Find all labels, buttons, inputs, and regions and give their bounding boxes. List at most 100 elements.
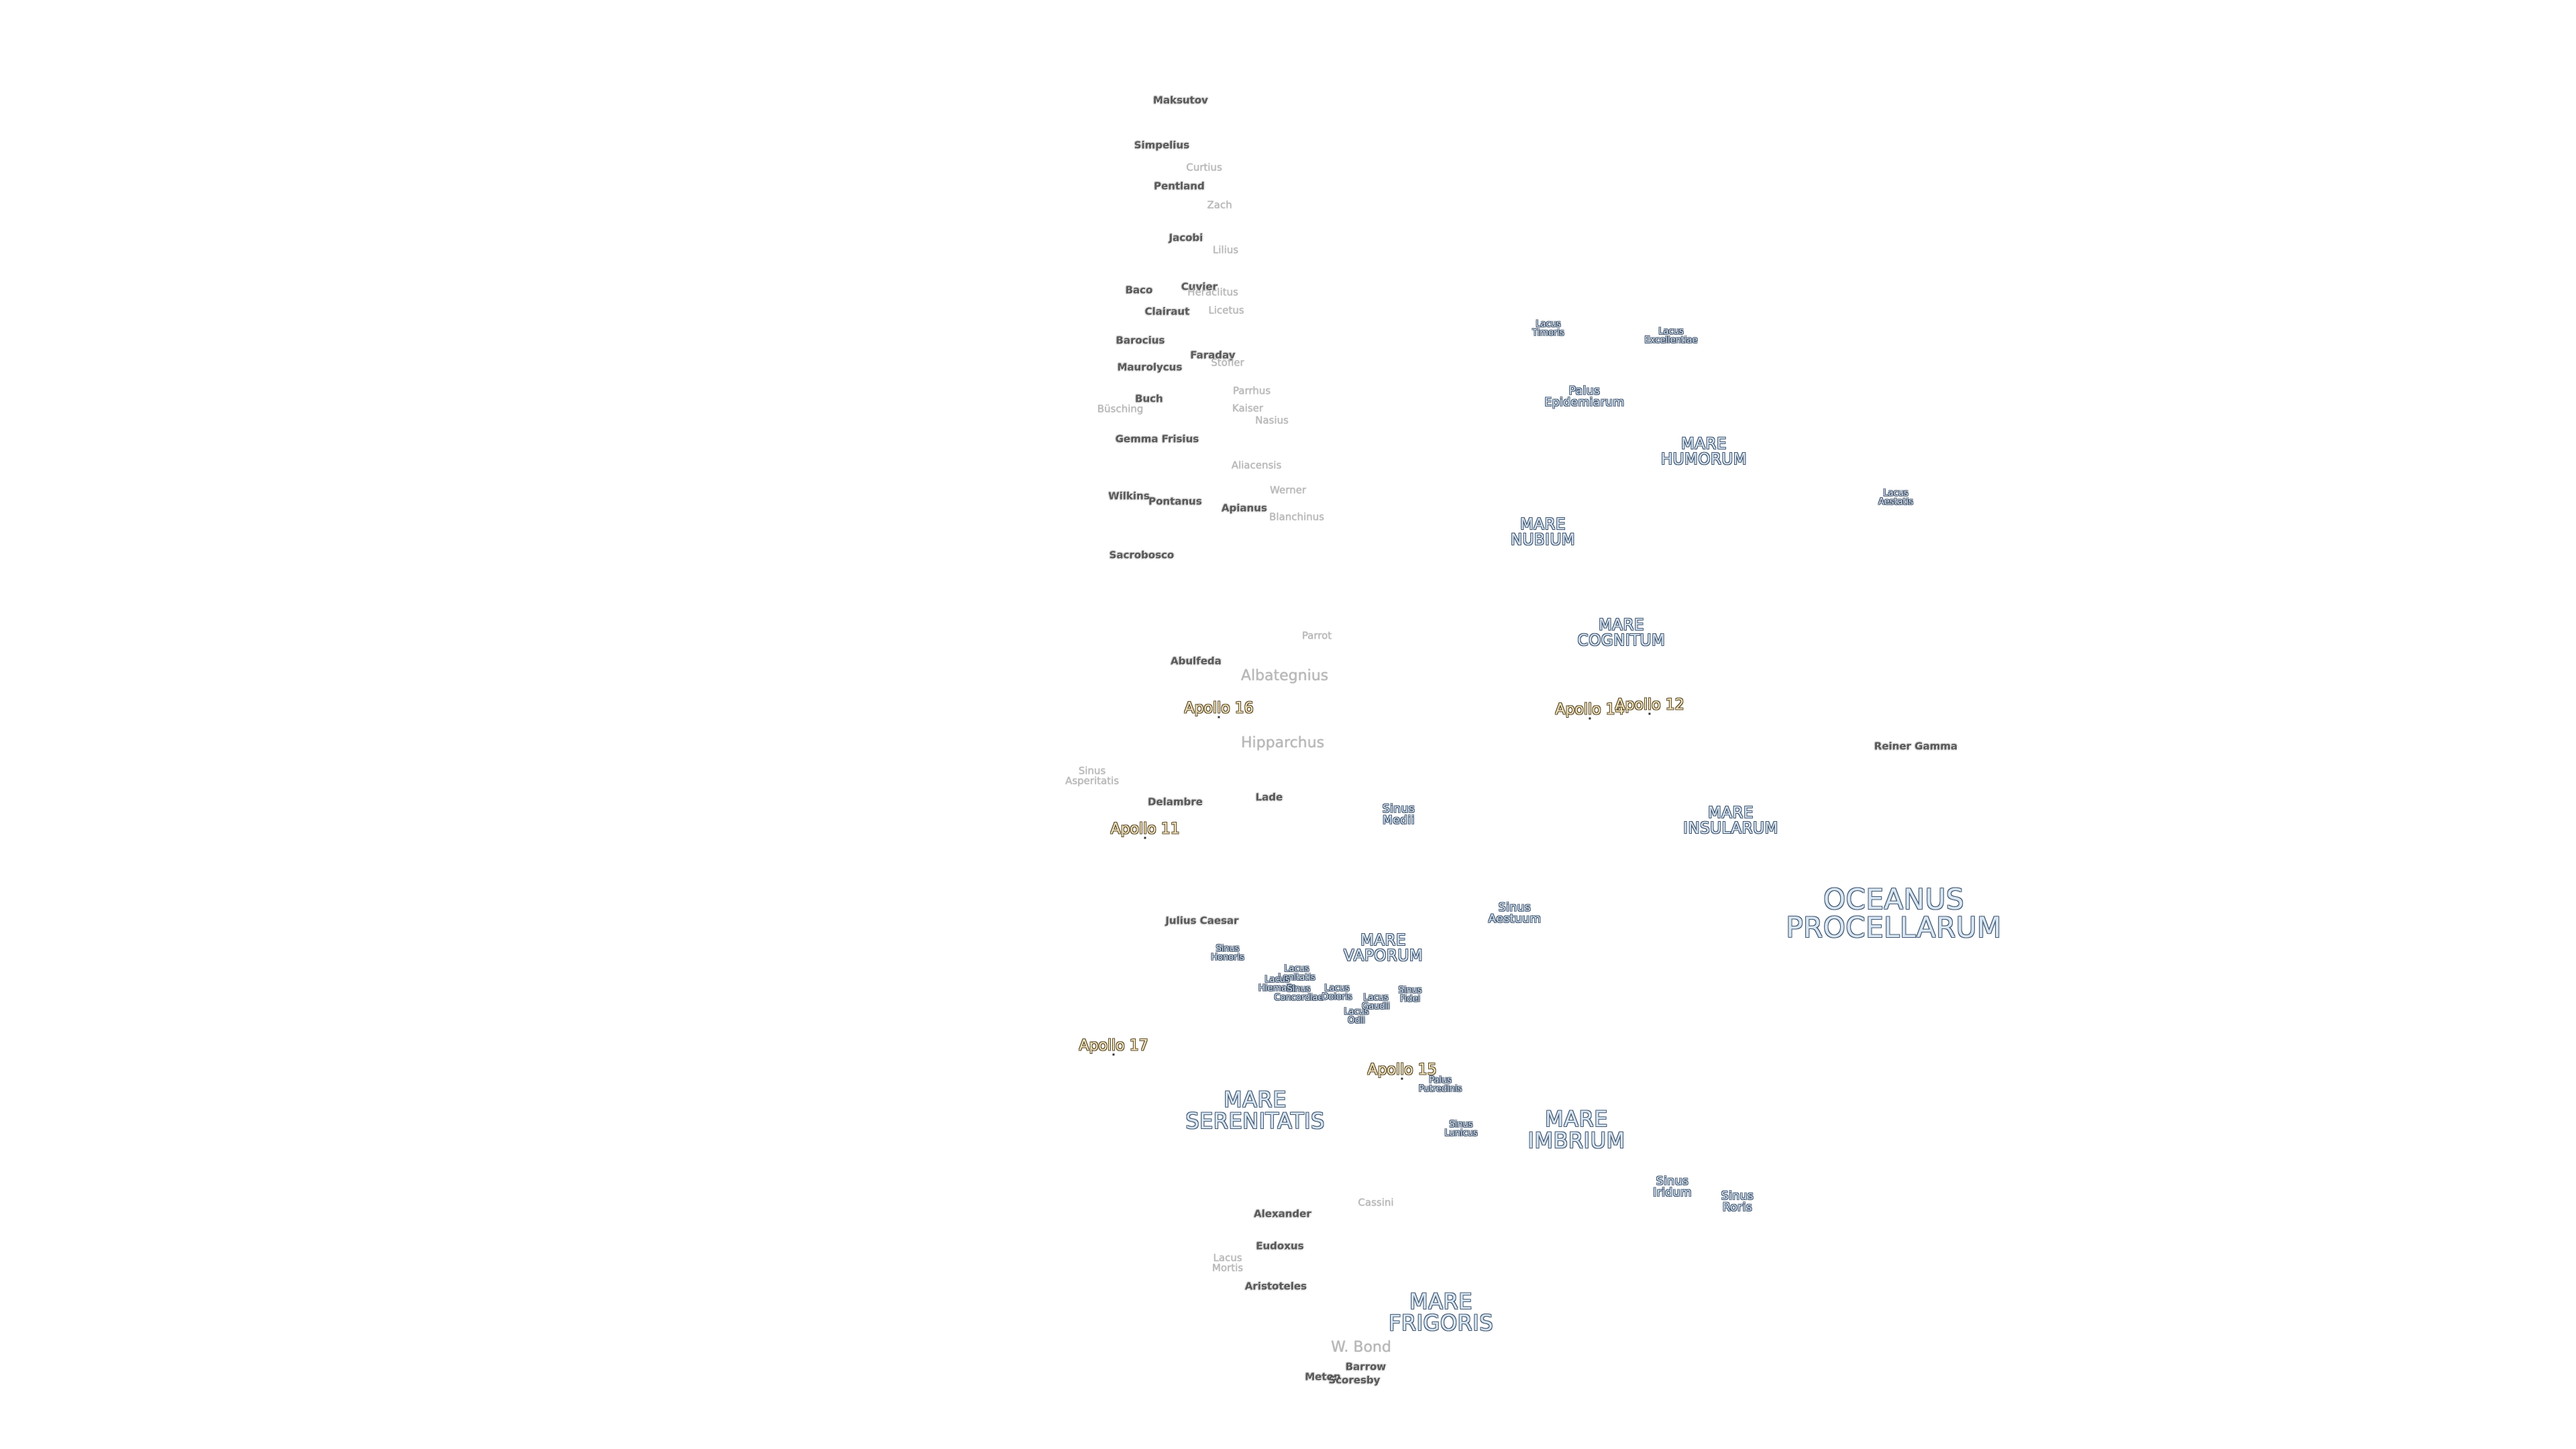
label-line: IMBRIUM	[1527, 1128, 1625, 1153]
label-line: Fidei	[1399, 994, 1420, 1004]
label-buch: Buch	[1135, 394, 1163, 405]
label-apollo14: Apollo 14	[1555, 701, 1625, 720]
label-line: Honoris	[1211, 953, 1244, 963]
label-line: Sinus	[1656, 1175, 1689, 1188]
label-line: Heraclitus	[1187, 286, 1238, 299]
label-line: Buch	[1135, 392, 1163, 405]
label-line: Julius Caesar	[1165, 914, 1239, 927]
label-meton: Meton	[1305, 1371, 1341, 1383]
label-line: Sacrobosco	[1109, 549, 1175, 561]
landing-site-marker	[1401, 1077, 1403, 1080]
label-line: Zach	[1207, 199, 1232, 211]
label-line: Meton	[1305, 1371, 1341, 1383]
label-line: Barrow	[1345, 1360, 1387, 1373]
label-baco: Baco	[1126, 285, 1153, 296]
label-line: Faraday	[1190, 349, 1236, 362]
label-line: Cassini	[1358, 1196, 1394, 1209]
label-pentland: Pentland	[1154, 181, 1205, 192]
label-line: Aestatis	[1878, 497, 1913, 507]
label-lilius: Lilius	[1212, 244, 1239, 256]
label-line: Doloris	[1322, 992, 1352, 1002]
label-line: Apollo 14	[1555, 701, 1625, 718]
label-line: Abulfeda	[1171, 655, 1222, 667]
label-cassini: Cassini	[1358, 1196, 1394, 1209]
label-line: Gemma Frisius	[1115, 433, 1199, 445]
label-line: Apollo 16	[1184, 700, 1254, 717]
label-line: Lunicus	[1444, 1128, 1478, 1138]
label-line: Lilius	[1212, 244, 1239, 256]
label-line: Odii	[1348, 1016, 1365, 1026]
label-line: Nasius	[1255, 414, 1289, 427]
label-line: Pontanus	[1148, 495, 1202, 508]
label-line: Hiemalis	[1258, 983, 1297, 994]
label-heraclitus: Heraclitus	[1187, 286, 1238, 299]
label-line: Apollo 15	[1367, 1061, 1437, 1079]
label-maksutov: Maksutov	[1153, 94, 1208, 107]
label-line: Jacobi	[1169, 231, 1203, 244]
label-line: Maksutov	[1153, 94, 1208, 107]
label-line: Lacus	[1883, 488, 1909, 498]
label-aliacensis: Aliacensis	[1232, 460, 1282, 471]
label-line: Roris	[1722, 1201, 1753, 1214]
label-line: Lacus	[1363, 993, 1389, 1003]
label-line: Lacus	[1658, 327, 1684, 337]
label-line: Putredinis	[1418, 1084, 1462, 1094]
label-line: MARE	[1409, 1289, 1472, 1314]
label-line: Kaiser	[1232, 402, 1264, 415]
label-line: Albategnius	[1240, 667, 1329, 684]
label-apollo12: Apollo 12	[1615, 698, 1684, 715]
label-line: Simpelius	[1134, 139, 1190, 152]
label-line: Maurolycus	[1117, 361, 1183, 374]
label-apianus: Apianus	[1222, 503, 1267, 514]
label-line: Barocius	[1116, 334, 1165, 347]
label-line: Lenitatis	[1278, 973, 1316, 983]
label-line: FRIGORIS	[1388, 1310, 1494, 1336]
label-line: Apollo 17	[1079, 1037, 1148, 1055]
label-pontanus: Pontanus	[1148, 495, 1202, 508]
label-line: Aestuum	[1488, 912, 1542, 926]
label-line: MARE	[1519, 516, 1566, 533]
label-line: MARE	[1545, 1106, 1608, 1132]
label-line: Apollo 12	[1615, 696, 1684, 714]
label-abulfeda: Abulfeda	[1171, 655, 1222, 667]
label-line: Lacus	[1265, 975, 1290, 985]
label-line: Wilkins	[1108, 490, 1150, 502]
landing-site-marker	[1218, 716, 1220, 718]
label-albategnius: Albategnius	[1241, 669, 1328, 684]
label-raineir: Reiner Gamma	[1874, 741, 1957, 752]
label-apollo11: Apollo 11	[1110, 822, 1180, 839]
label-line: Sinus	[1721, 1189, 1754, 1203]
label-line: MARE	[1598, 616, 1645, 634]
label-line: PROCELLARUM	[1786, 911, 2002, 944]
label-line: Medii	[1383, 814, 1415, 827]
label-blanchinus: Blanchinus	[1269, 512, 1324, 523]
label-delambre: Delambre	[1148, 797, 1203, 808]
label-line: Lade	[1255, 791, 1283, 804]
label-line: Scoresby	[1328, 1374, 1381, 1387]
label-parrhus: Parrhus	[1233, 386, 1271, 396]
label-kaiser: Kaiser	[1232, 402, 1264, 415]
label-line: Hipparchus	[1240, 735, 1325, 751]
label-line: Sinus	[1078, 765, 1106, 777]
label-line: Concordiae	[1274, 993, 1324, 1003]
label-line: Palus	[1568, 384, 1601, 398]
landing-site-marker	[1112, 1053, 1115, 1056]
label-line: Licetus	[1208, 304, 1244, 317]
